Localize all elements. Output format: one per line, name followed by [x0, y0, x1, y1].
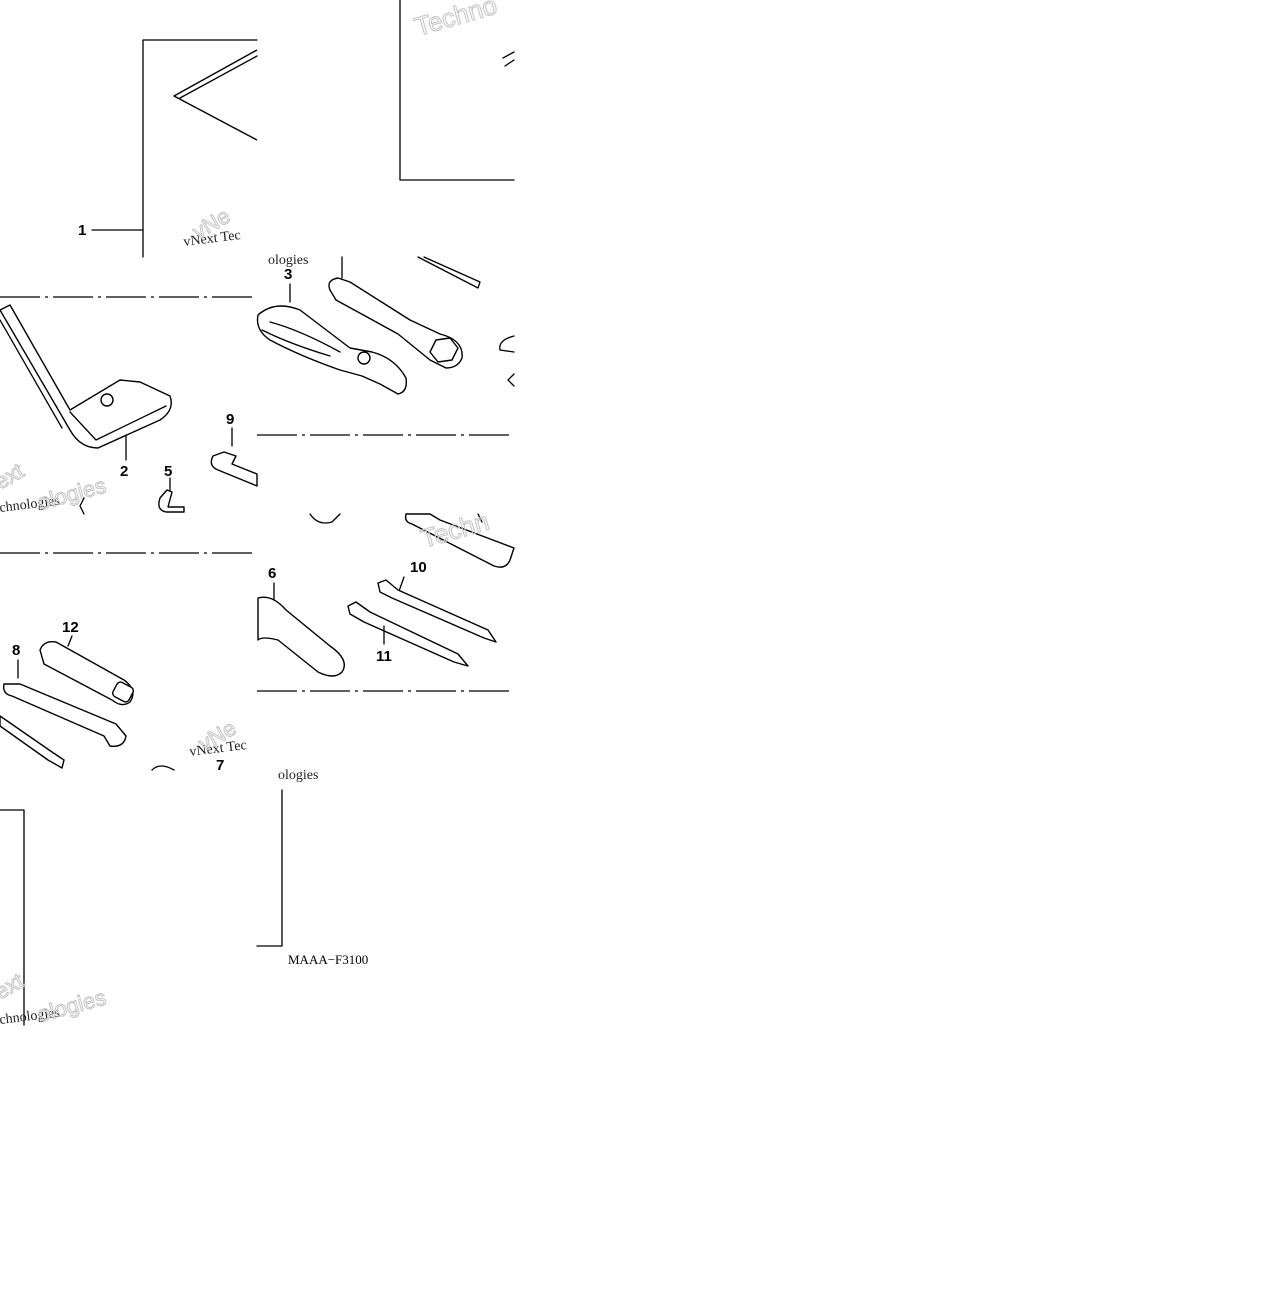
watermark-text: ologies — [278, 768, 318, 783]
callout-9: 9 — [226, 411, 234, 428]
tile-bottom: ologies MAAA−F3100 chnologies ext ologie… — [0, 768, 368, 1028]
watermark-text: ologies — [268, 253, 308, 268]
frame-line — [0, 809, 25, 1026]
frame-line — [399, 0, 515, 181]
box-wrench — [328, 277, 463, 369]
watermark-outline: ologies — [35, 473, 109, 515]
tile-middle-left: 2 5 9 chnologies ext ologies — [0, 296, 258, 554]
tool-fragment — [79, 497, 85, 515]
tile-top-middle: Techno — [399, 0, 515, 181]
watermark-outline: Techno — [411, 0, 500, 42]
callout-10: 10 — [410, 559, 427, 576]
pliers — [256, 305, 408, 395]
tool-fragment — [151, 765, 175, 771]
callout-11: 11 — [376, 648, 392, 665]
callout-12: 12 — [62, 619, 79, 636]
watermark-outline: ologies — [35, 985, 109, 1027]
callout-5: 5 — [164, 463, 172, 480]
callout-3: 3 — [284, 266, 292, 283]
watermark-text: vNext Tec — [183, 228, 242, 250]
frame-line — [142, 39, 258, 258]
tool-handle-fragment — [417, 256, 481, 289]
tool-fragment — [309, 513, 341, 524]
flat-screwdriver-11 — [347, 601, 469, 667]
tool-bag — [0, 304, 172, 449]
tool-fragment — [499, 335, 515, 387]
leader-line-12 — [67, 635, 73, 647]
pin-spanner-6 — [257, 596, 345, 677]
box-wrench-hex — [429, 337, 459, 363]
callout-1: 1 — [78, 222, 86, 239]
phillips-screwdriver-10 — [377, 579, 497, 643]
tile-right-middle: Techn 6 10 11 — [257, 505, 515, 692]
double-open-wrench-8 — [2, 683, 127, 747]
callout-8: 8 — [12, 642, 20, 659]
tile-top-left: 1 vNext Tec vNe — [78, 39, 258, 258]
pliers-handle — [261, 321, 341, 357]
tile-middle-center: ologies 3 — [256, 253, 515, 436]
double-open-wrench-7 — [0, 715, 65, 769]
tool-bag-edge — [0, 319, 63, 429]
tool-bag-flap — [69, 405, 167, 441]
pliers-pivot — [357, 351, 371, 365]
callout-7: 7 — [216, 757, 224, 774]
frame-line — [256, 789, 283, 947]
tool-bag-top-edge — [173, 49, 258, 141]
tool-bag-fold — [179, 55, 258, 99]
watermark-text: chnologies — [0, 1006, 61, 1028]
leader-line-7 — [477, 513, 483, 523]
watermark-outline: ext — [0, 458, 28, 494]
snap-button — [100, 393, 114, 407]
tool-fragment — [502, 51, 515, 67]
callout-6: 6 — [268, 565, 276, 582]
open-end-wrench-9 — [210, 451, 258, 487]
part-code: MAAA−F3100 — [288, 952, 368, 967]
hex-key — [158, 489, 185, 513]
watermark-text: vNext Tec — [189, 738, 248, 760]
wrench-7 — [404, 513, 515, 568]
socket-end — [112, 681, 134, 703]
watermark-text: chnologies — [0, 494, 61, 516]
tile-lower-left: 12 8 vNext Tec vNe 7 — [0, 619, 248, 774]
callout-2: 2 — [120, 463, 128, 480]
